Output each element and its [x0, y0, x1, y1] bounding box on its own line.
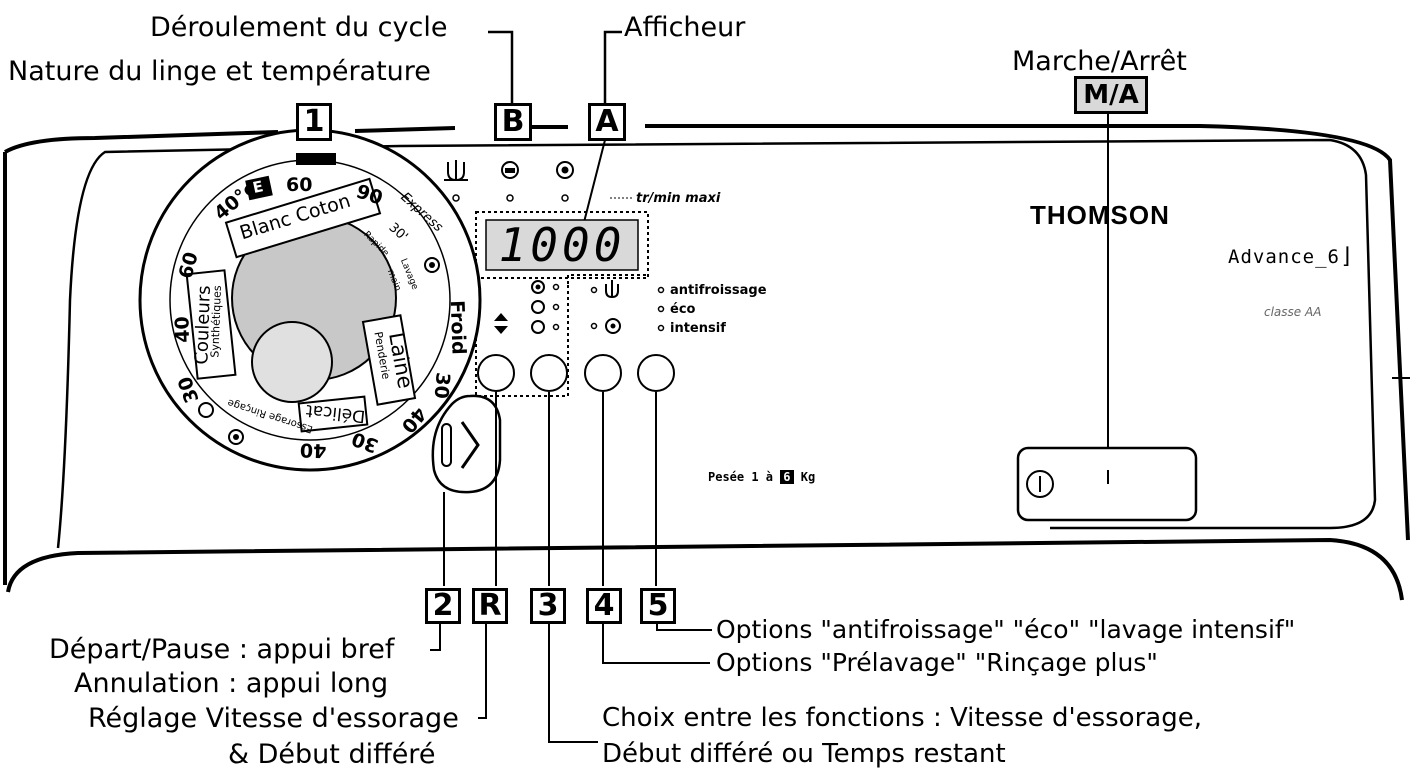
dial-program-froid: Froid	[445, 299, 470, 356]
marker-start-pause: 2	[425, 588, 461, 624]
spin-setting-callout: Réglage Vitesse d'essorage	[88, 703, 459, 734]
dial-program-synthetiques: Synthétiques	[208, 285, 224, 358]
display-leader-line	[603, 30, 622, 112]
marker-display: A	[588, 103, 626, 141]
rinse-plus-icon	[605, 318, 621, 334]
marker-dial: 1	[296, 103, 332, 141]
marker-spin-delay: R	[472, 588, 508, 624]
options5-callout: Options "antifroissage" "éco" "lavage in…	[716, 615, 1296, 644]
spin-icon	[556, 161, 574, 179]
marker-function-choice: 3	[530, 588, 566, 624]
display-callout: Afficheur	[624, 12, 746, 43]
spin-delay-group-frame	[475, 274, 648, 397]
dial-program-delicat: Délicat	[305, 399, 367, 427]
weighing-text: Pesée	[708, 470, 745, 484]
start-pause-callout: Départ/Pause : appui bref	[49, 634, 395, 665]
marker-cycle: B	[494, 103, 532, 141]
panel-top-outline	[645, 124, 1410, 541]
function-choice-button	[530, 354, 568, 392]
dial-temp-d40: 40	[299, 438, 327, 462]
dial-temp-w30: 30	[429, 371, 454, 400]
display-screen	[485, 219, 639, 271]
prewash-option-icon	[605, 280, 619, 299]
cycle-leader-line	[488, 30, 514, 112]
spin-speed-icon	[531, 280, 545, 294]
delay-start-icon	[531, 300, 545, 314]
cancel-callout: Annulation : appui long	[74, 668, 389, 699]
spin-setting-callout-2: & Début différé	[228, 739, 436, 770]
option5-button	[637, 354, 675, 392]
marker-option4: 4	[586, 588, 622, 624]
panel-inner-face	[56, 138, 1377, 549]
panel-top-outline	[4, 130, 279, 154]
start-pause-button-shape	[431, 394, 502, 494]
weighing-range: 1 à	[751, 470, 774, 484]
up-down-arrow-icon	[494, 313, 508, 334]
option-label-antifroissage: antifroissage	[670, 283, 767, 298]
eco-badge-bg	[245, 175, 273, 201]
display-point-line	[581, 139, 606, 231]
option-label-intensif: intensif	[670, 321, 726, 336]
option-label-eco: éco	[670, 302, 696, 317]
brand-logo: THOMSON	[1030, 200, 1170, 230]
function-choice-callout-2: Début différé ou Temps restant	[602, 739, 1006, 769]
panel-bottom-curve	[6, 537, 1404, 601]
weighing-unit: Kg	[800, 470, 816, 484]
time-left-icon	[531, 320, 545, 334]
dial-temp-c40: 40	[171, 315, 195, 344]
spin-delay-button	[477, 354, 515, 392]
prewash-icon	[444, 160, 468, 182]
marker-onoff: M/A	[1074, 76, 1148, 114]
marker-option5: 5	[640, 588, 676, 624]
panel-top-outline	[354, 126, 456, 133]
weighing-value: 6	[780, 470, 794, 484]
power-icon	[1026, 470, 1054, 498]
linen-temperature-callout: Nature du linge et température	[8, 56, 431, 87]
dial-knob-lower	[251, 321, 333, 403]
weighing-label: Pesée 1 à 6 Kg	[708, 470, 815, 484]
function-choice-callout: Choix entre les fonctions : Vitesse d'es…	[602, 703, 1202, 733]
display-readout: 1000	[498, 218, 626, 272]
options4-callout: Options "Prélavage" "Rinçage plus"	[716, 648, 1158, 677]
dial-temp-60: 60	[286, 174, 313, 196]
option4-button	[584, 354, 622, 392]
energy-class-label: classe AA	[1264, 305, 1322, 319]
model-label: Advance_6	[1228, 246, 1340, 268]
wash-icon	[501, 161, 519, 179]
spin-unit-label: tr/min maxi	[636, 191, 721, 206]
dial-pointer	[296, 153, 336, 165]
display-frame	[475, 211, 649, 279]
model-name: Advance_6⌋	[1228, 244, 1355, 269]
cycle-callout: Déroulement du cycle	[150, 12, 448, 43]
onoff-callout: Marche/Arrêt	[1012, 46, 1187, 77]
